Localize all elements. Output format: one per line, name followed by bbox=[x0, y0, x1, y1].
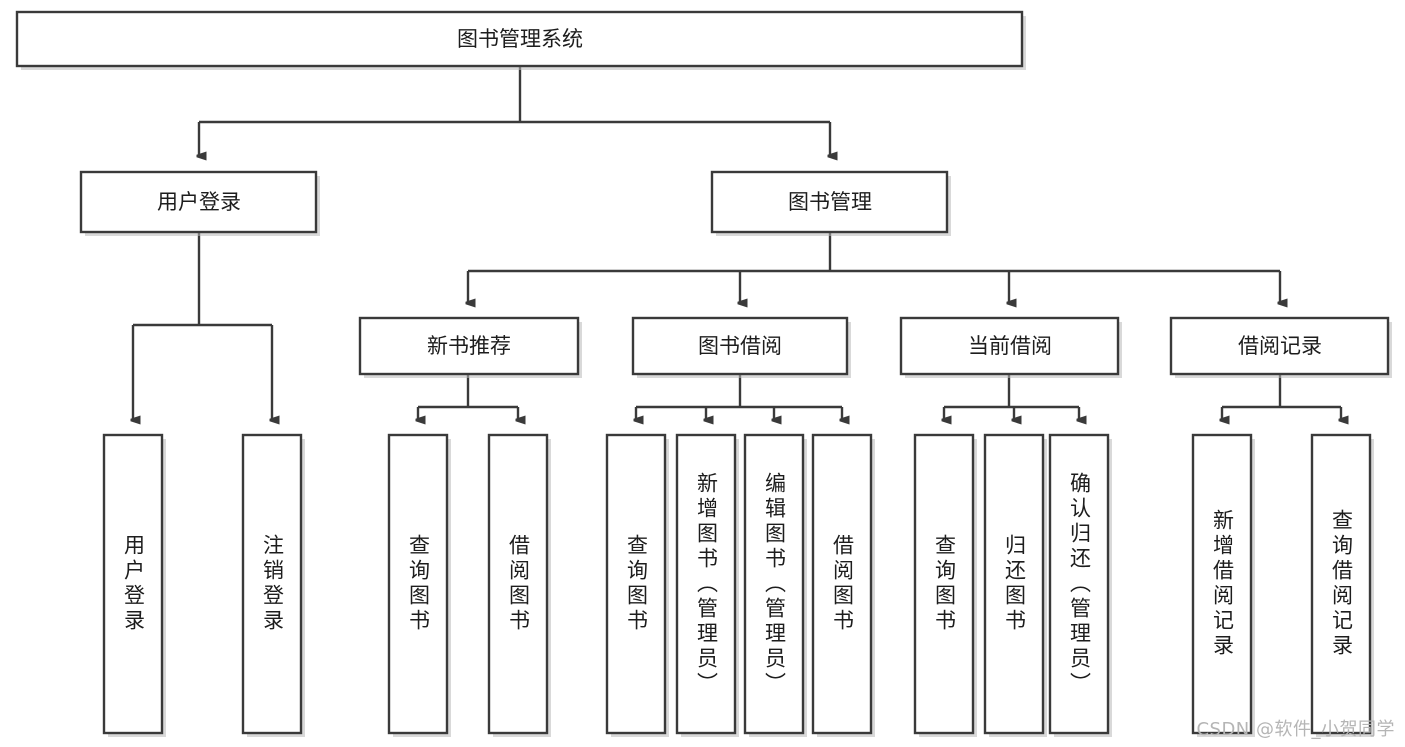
leaf-node-query-book-3[interactable]: 查询图书 bbox=[915, 435, 973, 733]
node-book-manage[interactable]: 图书管理 bbox=[710, 170, 951, 236]
leaf-label: 查询图书 bbox=[932, 534, 957, 634]
connector-group-book-borrow bbox=[636, 374, 842, 420]
node-user-login[interactable]: 用户登录 bbox=[79, 170, 320, 236]
connector-group-user-login bbox=[133, 232, 272, 420]
node-root-label: 图书管理系统 bbox=[457, 27, 583, 51]
leaf-label: 借阅图书 bbox=[506, 534, 531, 634]
leaf-node-confirm-return[interactable]: 确认归还（管理员） bbox=[1050, 435, 1108, 733]
connector-group-book-manage bbox=[468, 232, 1280, 303]
leaf-label: 确认归还（管理员） bbox=[1067, 471, 1092, 697]
leaf-label: 归还图书 bbox=[1002, 534, 1027, 634]
leaf-label: 注销登录 bbox=[260, 534, 285, 634]
node-book-borrow-label: 图书借阅 bbox=[698, 334, 782, 358]
connector-group-borrow-record bbox=[1222, 374, 1341, 420]
node-book-borrow[interactable]: 图书借阅 bbox=[631, 316, 851, 378]
connector-group-new-book-recommend bbox=[418, 374, 518, 420]
node-borrow-record[interactable]: 借阅记录 bbox=[1169, 316, 1392, 378]
leaf-label: 新增借阅记录 bbox=[1210, 509, 1235, 659]
node-current-borrow-label: 当前借阅 bbox=[968, 334, 1052, 358]
leaf-node-query-book-2[interactable]: 查询图书 bbox=[607, 435, 665, 733]
leaf-node-borrow-book-1[interactable]: 借阅图书 bbox=[489, 435, 547, 733]
node-new-book-recommend[interactable]: 新书推荐 bbox=[358, 316, 582, 378]
node-current-borrow[interactable]: 当前借阅 bbox=[899, 316, 1122, 378]
leaf-node-add-record[interactable]: 新增借阅记录 bbox=[1193, 435, 1251, 733]
leaf-node-add-book[interactable]: 新增图书（管理员） bbox=[677, 435, 735, 733]
leaf-label: 借阅图书 bbox=[830, 534, 855, 634]
connector-group-current-borrow bbox=[944, 374, 1079, 420]
leaf-label: 新增图书（管理员） bbox=[694, 471, 719, 697]
leaf-label: 查询借阅记录 bbox=[1329, 509, 1354, 659]
node-root[interactable]: 图书管理系统 bbox=[15, 10, 1026, 70]
node-borrow-record-label: 借阅记录 bbox=[1238, 334, 1322, 358]
leaf-label: 查询图书 bbox=[624, 534, 649, 634]
leaf-box-group bbox=[102, 433, 1374, 737]
leaf-node-user-login[interactable]: 用户登录 bbox=[104, 435, 162, 733]
leaf-label: 查询图书 bbox=[406, 534, 431, 634]
connector-group-root bbox=[199, 66, 830, 156]
leaf-node-logout[interactable]: 注销登录 bbox=[243, 435, 301, 733]
node-new-book-recommend-label: 新书推荐 bbox=[427, 334, 511, 358]
node-user-login-label: 用户登录 bbox=[157, 190, 241, 214]
leaf-node-query-record[interactable]: 查询借阅记录 bbox=[1312, 435, 1370, 733]
leaf-label: 编辑图书（管理员） bbox=[762, 471, 787, 697]
node-book-manage-label: 图书管理 bbox=[788, 190, 872, 214]
leaf-node-return-book[interactable]: 归还图书 bbox=[985, 435, 1043, 733]
leaf-label: 用户登录 bbox=[121, 534, 146, 634]
leaf-node-borrow-book-2[interactable]: 借阅图书 bbox=[813, 435, 871, 733]
leaf-node-query-book-1[interactable]: 查询图书 bbox=[389, 435, 447, 733]
leaf-node-edit-book[interactable]: 编辑图书（管理员） bbox=[745, 435, 803, 733]
